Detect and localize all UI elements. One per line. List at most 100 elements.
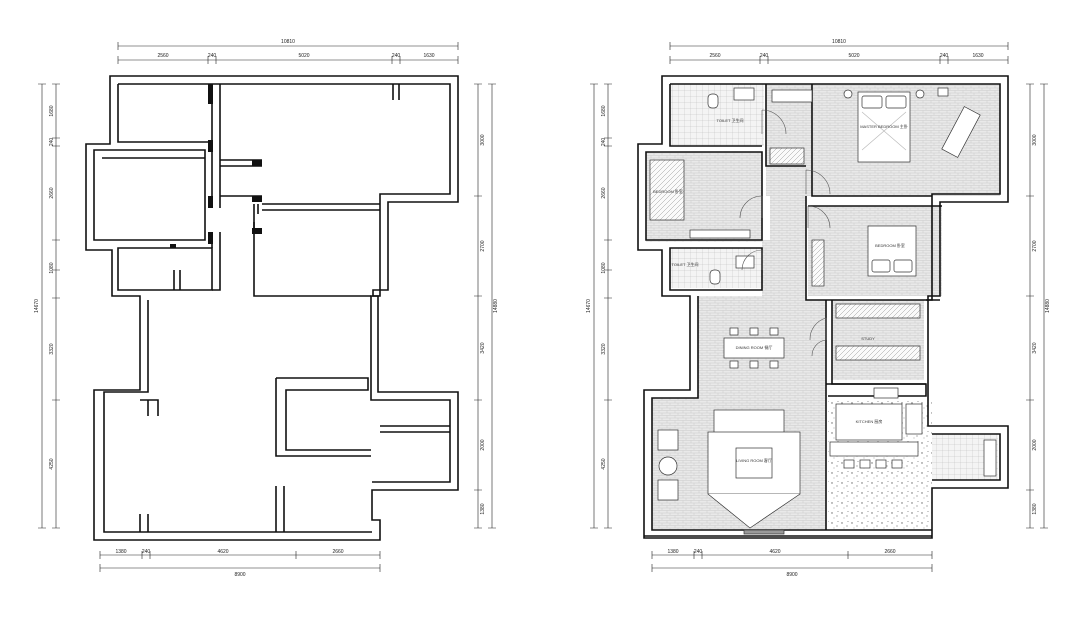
dining-chair-6 bbox=[769, 360, 779, 369]
bar-stool-2 bbox=[859, 459, 871, 469]
r-dim-top-total: 10810 bbox=[832, 39, 846, 45]
label-bedroom-1: BEDROOM 卧室 bbox=[653, 188, 683, 194]
balcony-cabinet bbox=[983, 439, 997, 477]
master-side-table bbox=[937, 87, 949, 97]
dim-right-seg-3: 3420 bbox=[480, 342, 486, 353]
right-plan: TOILET 卫生间 MASTER BEDROOM 主卧 BEDROOM 卧室 … bbox=[586, 39, 1051, 578]
dim-left-total: 14670 bbox=[34, 299, 40, 313]
label-master-bedroom: MASTER BEDROOM 主卧 bbox=[860, 123, 908, 129]
r-dim-top-seg-1: 2560 bbox=[709, 53, 720, 59]
label-living-room: LIVING ROOM 客厅 bbox=[736, 457, 772, 463]
dim-top-seg-5: 1630 bbox=[423, 53, 434, 59]
r-dim-left-seg-3: 2660 bbox=[601, 187, 607, 198]
bar-stool-4 bbox=[891, 459, 903, 469]
right-plan-dimension-labels: 10810 2560 240 5020 240 1630 1380 240 46… bbox=[586, 39, 1051, 578]
dim-top-seg-2: 240 bbox=[208, 53, 217, 59]
r-dim-right-total: 14880 bbox=[1045, 299, 1051, 313]
kitchen-counter bbox=[829, 441, 919, 457]
right-plan-dimension-lines bbox=[590, 42, 1048, 572]
dim-left-seg-5: 3320 bbox=[49, 343, 55, 354]
left-plan: 10810 2560 240 5020 240 1630 1380 240 46… bbox=[34, 39, 499, 578]
left-plan-dimension-labels: 10810 2560 240 5020 240 1630 1380 240 46… bbox=[34, 39, 499, 578]
door-toilet-1 bbox=[761, 109, 787, 135]
tv-console-outline bbox=[707, 493, 801, 529]
label-study: STUDY bbox=[861, 336, 875, 341]
r-dim-right-seg-1: 3000 bbox=[1032, 134, 1038, 145]
dim-top-seg-1: 2560 bbox=[157, 53, 168, 59]
r-dim-bottom-total: 8900 bbox=[786, 572, 797, 578]
tv-unit bbox=[743, 529, 785, 535]
coffee-table bbox=[735, 447, 773, 479]
r-dim-top-seg-2: 240 bbox=[760, 53, 769, 59]
bar-stool-1 bbox=[843, 459, 855, 469]
right-plan-room-labels: TOILET 卫生间 MASTER BEDROOM 主卧 BEDROOM 卧室 … bbox=[653, 117, 908, 463]
toilet-1-basin bbox=[733, 87, 755, 101]
toilet-2-wc bbox=[709, 269, 721, 285]
label-dining-room: DINING ROOM 餐厅 bbox=[736, 344, 773, 350]
dim-left-seg-4: 1080 bbox=[49, 262, 55, 273]
dim-left-seg-1: 1680 bbox=[49, 105, 55, 116]
left-plan-dimension-lines bbox=[38, 42, 496, 572]
armchair-top bbox=[657, 429, 679, 451]
dim-right-seg-2: 2700 bbox=[480, 240, 486, 251]
dim-right-total: 14880 bbox=[493, 299, 499, 313]
r-dim-top-seg-5: 1630 bbox=[972, 53, 983, 59]
study-shelf bbox=[835, 303, 921, 319]
right-plan-walls bbox=[637, 75, 1009, 539]
master-bed-pillow-right bbox=[885, 95, 907, 109]
r-dim-right-seg-2: 2700 bbox=[1032, 240, 1038, 251]
r-dim-left-seg-5: 3320 bbox=[601, 343, 607, 354]
r-dim-right-seg-4: 2000 bbox=[1032, 439, 1038, 450]
dim-left-seg-3: 2660 bbox=[49, 187, 55, 198]
dining-table bbox=[723, 337, 785, 359]
kitchen-sink bbox=[905, 403, 923, 435]
master-lounge-chair bbox=[941, 106, 981, 158]
bedroom-2-pillow-right bbox=[893, 259, 913, 273]
dining-chair-1 bbox=[729, 327, 739, 336]
bar-stool-3 bbox=[875, 459, 887, 469]
dim-bottom-seg-1: 1380 bbox=[115, 549, 126, 555]
r-dim-bottom-seg-2: 240 bbox=[694, 549, 703, 555]
sofa bbox=[713, 409, 785, 435]
corridor-cabinet bbox=[769, 147, 805, 165]
door-master bbox=[805, 169, 831, 195]
door-study bbox=[809, 317, 827, 357]
r-dim-bottom-seg-3: 4620 bbox=[769, 549, 780, 555]
label-kitchen: KITCHEN 厨房 bbox=[856, 418, 883, 424]
bedroom-2-pillow-left bbox=[871, 259, 891, 273]
r-dim-left-total: 14670 bbox=[586, 299, 592, 313]
dim-right-seg-4: 2000 bbox=[480, 439, 486, 450]
label-toilet-1: TOILET 卫生间 bbox=[717, 117, 744, 123]
dining-chair-4 bbox=[729, 360, 739, 369]
toilet-2-basin bbox=[735, 255, 755, 269]
dim-top-seg-3: 5020 bbox=[298, 53, 309, 59]
right-plan-doors bbox=[739, 109, 831, 357]
kitchen-stove bbox=[873, 387, 899, 399]
master-bed-pillow-left bbox=[861, 95, 883, 109]
bedroom-2-wardrobe bbox=[811, 239, 825, 287]
door-toilet-2 bbox=[741, 249, 763, 271]
dim-bottom-seg-4: 2660 bbox=[332, 549, 343, 555]
side-table bbox=[658, 456, 678, 476]
master-wardrobe bbox=[771, 89, 813, 103]
dining-chair-2 bbox=[749, 327, 759, 336]
armchair-bottom bbox=[657, 479, 679, 501]
left-plan-window-markers bbox=[170, 84, 262, 248]
dim-bottom-total: 8900 bbox=[234, 572, 245, 578]
dining-chair-3 bbox=[769, 327, 779, 336]
r-dim-right-seg-5: 1380 bbox=[1032, 503, 1038, 514]
master-nightstand-right bbox=[915, 89, 925, 99]
r-dim-left-seg-1: 1680 bbox=[601, 105, 607, 116]
toilet-1-wc bbox=[707, 93, 719, 109]
r-dim-left-seg-4: 1080 bbox=[601, 262, 607, 273]
dim-bottom-seg-3: 4620 bbox=[217, 549, 228, 555]
dim-top-total: 10810 bbox=[281, 39, 295, 45]
label-toilet-2: TOILET 卫生间 bbox=[672, 261, 699, 267]
dim-left-seg-6: 4250 bbox=[49, 458, 55, 469]
r-dim-left-seg-2: 240 bbox=[601, 138, 607, 147]
dim-top-seg-4: 240 bbox=[392, 53, 401, 59]
master-bed-cover bbox=[861, 111, 907, 151]
dim-right-seg-5: 1380 bbox=[480, 503, 486, 514]
dim-bottom-seg-2: 240 bbox=[142, 549, 151, 555]
